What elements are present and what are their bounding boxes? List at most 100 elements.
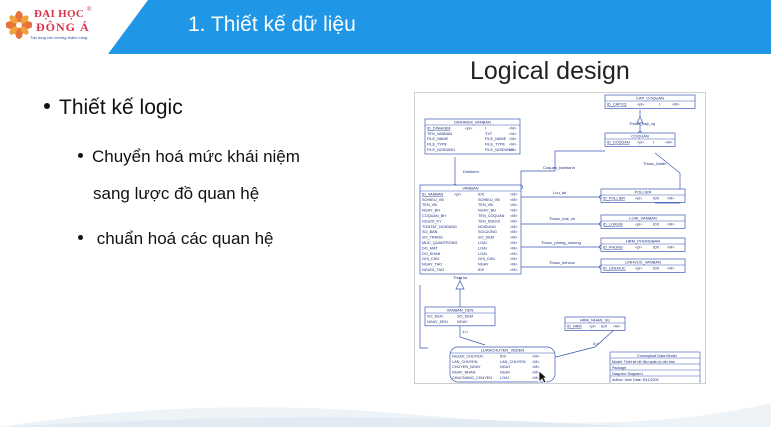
entity-cell: LOAI	[478, 246, 487, 250]
entity-cell: <M>	[510, 209, 518, 213]
entity-title: CAP_COQUAN	[636, 96, 664, 101]
entity-cell: DO_KHAN	[422, 252, 441, 256]
header-diagonal	[108, 0, 148, 54]
bullet-dot-icon	[44, 103, 50, 110]
rel-label-dinhkem: Dinhkem	[463, 169, 479, 174]
entity-cell: SO_DEN	[427, 314, 443, 318]
entity-cell: IDX	[653, 222, 660, 226]
entity-cell: COQUAN_BH	[422, 214, 446, 218]
entity-cell: <M>	[532, 354, 540, 358]
entity-cell: TXT	[485, 132, 493, 136]
slide-title: 1. Thiết kế dữ liệu	[188, 13, 356, 36]
entity-cell: MUC_QUANTRONG	[422, 241, 457, 245]
entity-cell: <M>	[532, 371, 540, 375]
entity-cell: LOAI	[478, 252, 487, 256]
entity-cell: LOAI	[500, 376, 509, 380]
logo-tagline: Tận tụng cơn trường thành công	[30, 35, 88, 40]
entity-cell: IDX	[601, 324, 608, 328]
entity-title: COQUAN	[631, 134, 649, 139]
entity-cell: <pi>	[454, 192, 462, 196]
entity-dinhkem: DINHKEM_VANBAN ID_DINHKEM <pi> I <M> TEN_VANB…	[424, 118, 521, 155]
entity-cell: SO_DEM	[457, 314, 473, 318]
entity-cell: <M>	[509, 126, 517, 130]
entity-cell: IDX	[653, 196, 660, 200]
entity-cell: SO_DEM	[478, 236, 494, 240]
entity-cell: LOAI	[478, 241, 487, 245]
entity-cell: IDX	[478, 192, 485, 196]
entity-cell: <pi>	[635, 196, 643, 200]
entity-cell: NOIDUNG	[478, 225, 496, 229]
entity-cell: <M>	[532, 360, 540, 364]
entity-cell: <M>	[532, 376, 540, 380]
entity-title: VANBAN_DEN	[447, 308, 474, 313]
entity-cell: <M>	[510, 230, 518, 234]
entity-cell: ID_LOAIVB	[603, 222, 623, 226]
rel-label-thuoc-linhvuc: Thuoc_linhvuc	[549, 260, 575, 265]
entity-cell: I	[485, 126, 486, 130]
entity-cell: GHI_CHU	[478, 257, 495, 261]
entity-cell: NGUOI_CHUYEN	[452, 354, 483, 358]
entity-vanban-den: VANBAN_DEN SO_DEN SO_DEM NGAY_DEN NGAY	[424, 306, 496, 327]
entity-cell: <M>	[510, 198, 518, 202]
logo-registered: ®	[87, 7, 92, 13]
entity-cell: SOHIEU_VB	[422, 198, 444, 202]
entity-cell: IDX	[478, 268, 485, 272]
entity-cell: <M>	[510, 268, 518, 272]
model-info-box: Conceptual Data Model Model: Thiết kế dữ…	[609, 351, 701, 383]
bullet-sub-2: chuẩn hoá các quan hệ	[78, 229, 273, 249]
entity-cell: SOLUONG	[478, 230, 497, 234]
rel-card-1: 1,n	[462, 329, 468, 334]
entity-cell: <M>	[510, 219, 518, 223]
entity-cell: ID_VANBAN	[422, 192, 443, 196]
entity-cell: <M>	[510, 241, 518, 245]
entity-title: LINHVUC_VANBAN	[625, 260, 661, 265]
entity-cell: <pi>	[635, 266, 643, 270]
entity-cell: <M>	[510, 225, 518, 229]
entity-cell: NGAY_TAO	[422, 263, 442, 267]
entity-cell: <M>	[510, 192, 518, 196]
entity-cell: DO_MAT	[422, 246, 438, 250]
rel-label-coquan-banhanh: Coquan_banhanh	[543, 165, 575, 170]
entity-cell: I	[659, 102, 660, 106]
entity-cell: NGAY	[457, 320, 468, 324]
entity-cell: SO_TRANG	[422, 236, 443, 240]
entity-title: POLLIER	[635, 190, 652, 195]
entity-title: DINHKEM_VANBAN	[454, 120, 491, 125]
entity-cell: <M>	[613, 324, 621, 328]
entity-cell: <M>	[667, 196, 675, 200]
bullet-main-text: Thiết kế logic	[59, 96, 183, 119]
entity-cell: NGUOI_KY	[422, 219, 442, 223]
entity-cell: FILE_TYPE	[427, 143, 448, 147]
info-line-3: Diagram: Diagram1	[612, 372, 643, 376]
entity-cell: ID_DINHKEM	[427, 126, 450, 130]
bullet-sub-1: Chuyển hoá mức khái niệm	[78, 147, 300, 167]
entity-cell: <M>	[510, 214, 518, 218]
entity-cell: ID_CAPCQ	[607, 102, 626, 106]
entity-cell: <pi>	[589, 324, 597, 328]
entity-cell: <pi>	[635, 245, 643, 249]
logo: ĐẠI HỌC ĐÔNG Á ® Tận tụng cơn trường thà…	[0, 0, 108, 54]
entity-cell: NGAY_BH	[422, 209, 440, 213]
entity-cell: IDX	[500, 354, 507, 358]
entity-cell: TEN_COQUAN	[478, 214, 505, 218]
entity-cell: TEN_VB	[478, 203, 493, 207]
entity-cell: NGAY_DEN	[427, 320, 448, 324]
entity-cell: FILE_TYPE	[485, 143, 506, 147]
entity-cell: <M>	[509, 148, 517, 152]
entity-cell: <pi>	[465, 126, 473, 130]
entity-cell: ID_LINHVUC	[603, 266, 626, 270]
entity-cell: ID_COQUAN	[607, 140, 630, 144]
rel-label-thuoc-phong: Thuoc_phong_chuong	[541, 240, 581, 245]
entity-cell: <M>	[509, 137, 517, 141]
logo-line2: ĐÔNG Á	[36, 20, 90, 34]
entity-cell: TEN_VANBAN	[427, 132, 452, 136]
entity-cell: TEN_VB	[422, 203, 437, 207]
entity-cell: <M>	[510, 203, 518, 207]
bullet-sub-2-text: chuẩn hoá các quan hệ	[92, 229, 274, 248]
